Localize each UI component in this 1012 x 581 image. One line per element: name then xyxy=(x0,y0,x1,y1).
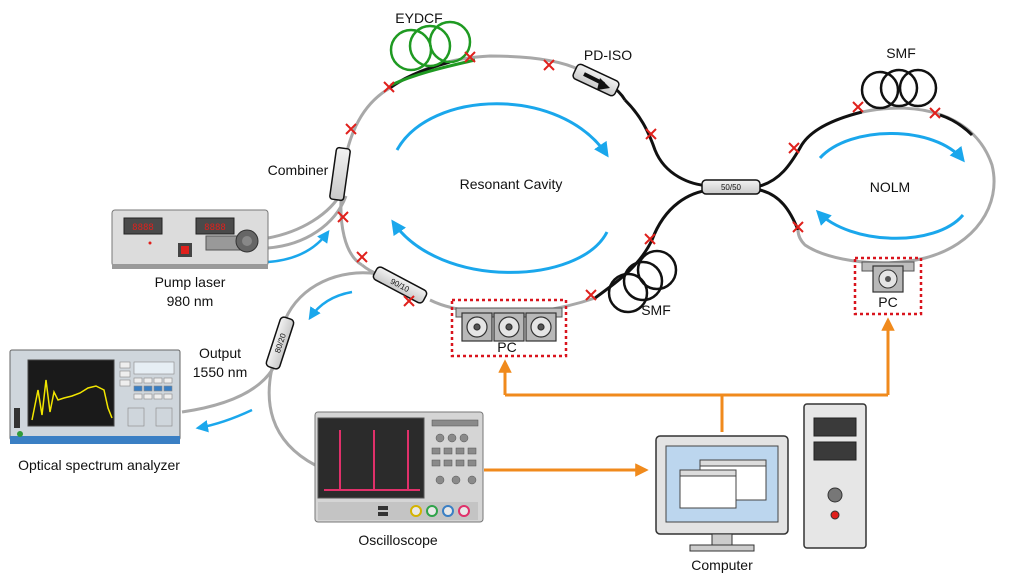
pump-laser: 8888 8888 xyxy=(111,209,269,269)
coupler-5050: 50/50 xyxy=(701,179,761,195)
smf-bottom-label: SMF xyxy=(641,302,671,318)
control-lines xyxy=(484,317,895,477)
pump-display-2: 8888 xyxy=(204,223,226,233)
osa-arrow xyxy=(195,408,253,433)
smf-coil-cavity xyxy=(607,249,678,314)
oscilloscope-label: Oscilloscope xyxy=(358,532,438,548)
cavity-fiber-left xyxy=(339,86,391,267)
nolm-arrow-top xyxy=(818,132,965,163)
output-label: Output xyxy=(199,345,241,361)
pump-arrow xyxy=(267,229,330,264)
coupler-8020: 80/20 xyxy=(265,316,295,370)
coupler-5050-label: 50/50 xyxy=(721,183,742,192)
output-fiber xyxy=(283,271,379,321)
splice-mark xyxy=(464,51,476,63)
pump-fiber-2 xyxy=(267,195,348,250)
splice-mark xyxy=(792,221,804,233)
splice-mark xyxy=(644,233,656,245)
smf-top-label: SMF xyxy=(886,45,916,61)
smf-coil-nolm xyxy=(860,68,938,110)
combiner-label: Combiner xyxy=(268,162,329,178)
splice-mark xyxy=(585,289,597,301)
optical-spectrum-analyzer xyxy=(9,349,181,444)
nolm-fiber-lower xyxy=(759,188,800,231)
output-wavelength-label: 1550 nm xyxy=(193,364,247,380)
cavity-arrow-bottom xyxy=(391,219,609,274)
pc-main[interactable]: PC xyxy=(450,298,568,358)
coupler-9010: 90/10 xyxy=(372,266,428,304)
propagation-arrows xyxy=(195,102,965,433)
nolm-fiber-right xyxy=(939,113,974,137)
osa-label: Optical spectrum analyzer xyxy=(18,457,180,473)
pd-iso xyxy=(572,63,620,97)
resonant-cavity-label: Resonant Cavity xyxy=(460,176,563,192)
oscilloscope-pulses xyxy=(324,430,420,491)
osa-trace xyxy=(31,379,113,421)
scope-fiber xyxy=(267,367,316,467)
eydcf-label: EYDCF xyxy=(395,10,442,26)
cavity-arrow-top xyxy=(395,102,609,158)
splice-mark xyxy=(356,251,368,263)
computer-monitor[interactable] xyxy=(655,435,789,552)
pump-laser-label: Pump laser xyxy=(155,274,226,290)
pc-main-label: PC xyxy=(497,339,516,355)
splice-mark xyxy=(788,142,800,154)
splice-mark xyxy=(645,128,657,140)
combiner xyxy=(329,146,351,202)
nolm-label: NOLM xyxy=(870,179,910,195)
cavity-fiber-right-upper xyxy=(623,98,711,188)
splice-mark xyxy=(852,101,864,113)
splice-marks xyxy=(337,51,941,307)
nolm-fiber-upper xyxy=(759,110,863,188)
splice-mark xyxy=(403,295,415,307)
pc-nolm[interactable]: PC xyxy=(853,256,923,316)
pump-wavelength-label: 980 nm xyxy=(167,293,214,309)
oscilloscope xyxy=(314,411,484,523)
pd-iso-label: PD-ISO xyxy=(584,47,632,63)
fibers xyxy=(181,54,996,467)
splice-mark xyxy=(345,123,357,135)
splice-mark xyxy=(383,81,395,93)
nolm-arrow-bottom xyxy=(815,209,965,240)
computer-label: Computer xyxy=(691,557,753,573)
splice-mark xyxy=(929,107,941,119)
computer-tower[interactable] xyxy=(803,403,867,549)
pump-display-1: 8888 xyxy=(132,223,154,233)
splice-mark xyxy=(337,211,349,223)
output-arrow xyxy=(308,290,353,321)
labels: EYDCF PD-ISO SMF Combiner Resonant Cavit… xyxy=(18,10,916,573)
eydcf-coil xyxy=(389,20,476,87)
pc-nolm-label: PC xyxy=(878,294,897,310)
splice-mark xyxy=(543,59,555,71)
